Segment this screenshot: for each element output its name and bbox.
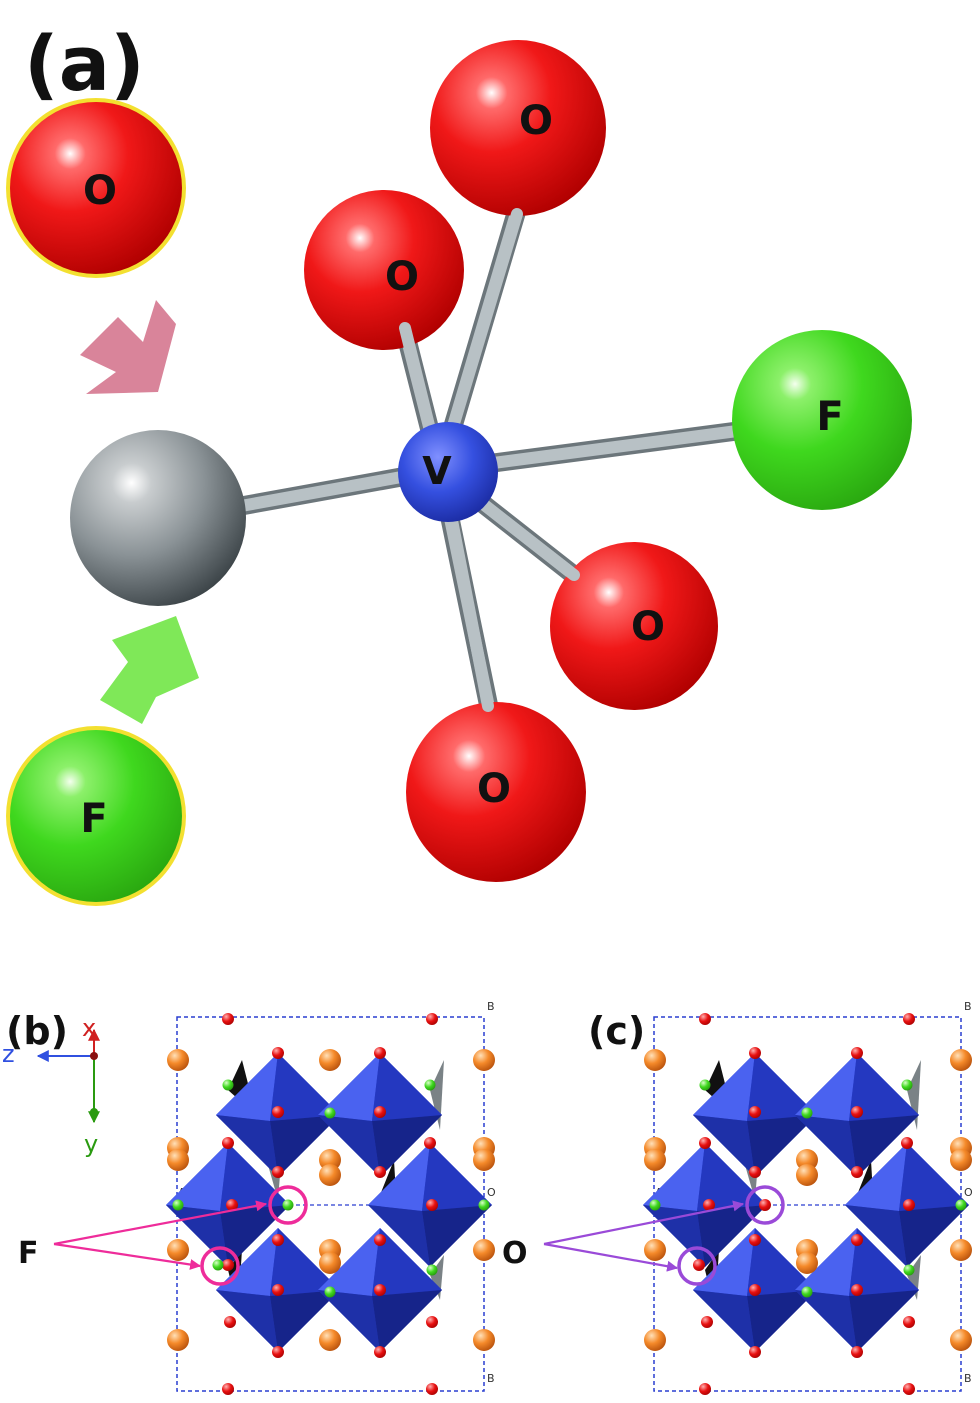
octa-oxygen-bottom: O [406, 702, 586, 882]
panel-a: (a) O F [6, 19, 912, 906]
svg-text:O: O [519, 98, 553, 144]
panel-a-label: (a) [24, 19, 145, 108]
free-oxygen-label: O [83, 168, 117, 214]
highlight-o-site-2 [677, 1246, 717, 1286]
free-fluorine-label: F [80, 796, 107, 842]
free-oxygen-atom: O [6, 98, 186, 278]
free-fluorine-atom: F [6, 726, 186, 906]
svg-text:O: O [631, 604, 665, 650]
panel-c: (c) B B A O [502, 1000, 973, 1395]
octa-oxygen-top: O [430, 40, 606, 216]
fluorine-arrow-icon [100, 616, 199, 724]
axis-z-label: z [2, 1040, 15, 1068]
svg-text:V: V [422, 449, 452, 493]
crystal-structure-b: B B A O [166, 1000, 496, 1395]
octa-oxygen-upper: O [304, 190, 464, 350]
svg-text:B: B [964, 1000, 972, 1013]
octa-fluorine-right: F [732, 330, 912, 510]
svg-text:F: F [816, 394, 843, 440]
svg-text:B: B [487, 1372, 495, 1385]
oxygen-arrow-icon [80, 300, 176, 394]
svg-text:B: B [487, 1000, 495, 1013]
axis-indicator: x z y [2, 1014, 100, 1158]
svg-text:O: O [964, 1186, 973, 1199]
panel-b: (b) x z y B B A O [2, 1000, 496, 1395]
highlight-f-site-1 [268, 1185, 308, 1225]
crystal-structure-c: B B A O [643, 1000, 973, 1395]
panel-b-label: (b) [6, 1009, 68, 1053]
panel-c-label: (c) [588, 1009, 645, 1053]
axis-y-label: y [84, 1130, 98, 1158]
callout-o-label: O [502, 1236, 528, 1271]
octa-oxygen-lower-right: O [550, 542, 718, 710]
highlight-f-site-2 [200, 1246, 240, 1286]
svg-text:B: B [964, 1372, 972, 1385]
svg-text:O: O [477, 766, 511, 812]
svg-text:O: O [487, 1186, 496, 1199]
highlight-o-site-1 [745, 1185, 785, 1225]
axis-x-label: x [82, 1014, 96, 1042]
substitution-site-atom [70, 430, 246, 606]
callout-f-label: F [18, 1236, 39, 1271]
vanadium-center: V [398, 422, 498, 522]
svg-text:O: O [385, 254, 419, 300]
